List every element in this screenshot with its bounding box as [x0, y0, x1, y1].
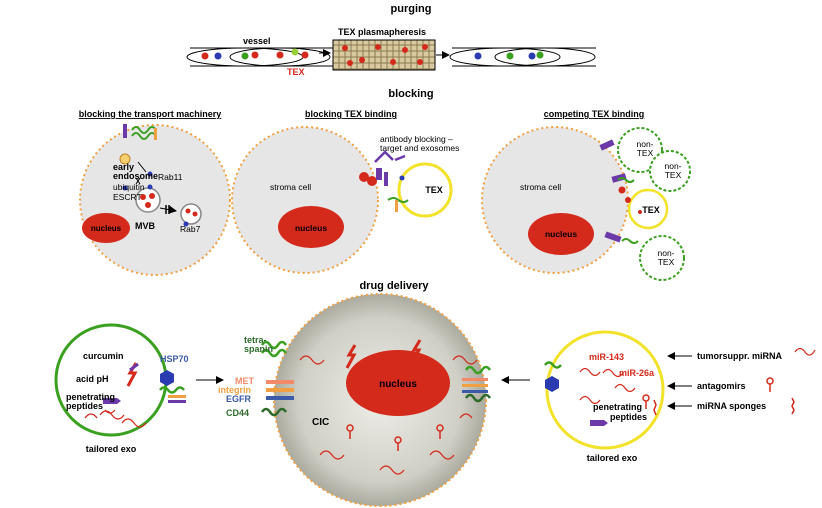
hsp70-label: HSP70 [160, 354, 189, 364]
mir143-label: miR-143 [589, 352, 624, 362]
non-tex-2-line-2: TEX [665, 170, 682, 180]
mirna-icon [121, 418, 147, 428]
acid-ph-label: acid pH [76, 374, 109, 384]
section-title-blocking: blocking [388, 88, 433, 100]
early-endosome-vesicle [119, 153, 131, 165]
tex-vesicle-label: TEX [425, 185, 443, 195]
nucleus [82, 213, 130, 243]
heading-competing: competing TEX binding [544, 109, 645, 119]
legend [667, 347, 816, 415]
mirna-icon [84, 413, 98, 419]
egfr-label: EGFR [226, 394, 252, 404]
left-tailored-exo [54, 323, 186, 437]
nucleus-label-transport: nucleus [91, 224, 122, 233]
non-tex-2-line-1: non- [664, 161, 681, 171]
nucleus [528, 213, 594, 255]
trapped-tex [342, 44, 428, 66]
binding-cell [231, 126, 453, 274]
cd44-label: CD44 [226, 408, 249, 418]
transport-cell [79, 124, 231, 276]
vessel-label: vessel [243, 36, 271, 46]
penetrating-label-2: peptides [66, 401, 103, 411]
rab11-label: Rab11 [158, 172, 183, 182]
legend-tumorsuppr: tumorsuppr. miRNA [697, 351, 783, 361]
non-tex-vesicle-2 [649, 150, 691, 192]
peptide-icon [103, 398, 121, 404]
vessel-right [449, 47, 596, 67]
mvb-label: MVB [135, 221, 156, 231]
competing-tex-label: TEX [642, 205, 660, 215]
non-tex-3-line-1: non- [657, 248, 674, 258]
antagomir-icon [766, 377, 774, 385]
stroma-label-binding: stroma cell [270, 182, 311, 192]
nucleus-label-binding: nucleus [295, 223, 327, 233]
met-label: MET [235, 376, 255, 386]
mirna-icon [99, 409, 125, 420]
curcumin-label: curcumin [83, 351, 124, 361]
cic-label: CIC [312, 417, 329, 428]
ubiquitin-label: ubiquitin [113, 182, 145, 192]
stroma-label-competing: stroma cell [520, 182, 561, 192]
tex-label: TEX [287, 67, 305, 77]
peptide-icon [590, 420, 608, 426]
tex-vesicle [397, 162, 453, 218]
mirna-icon [794, 347, 816, 356]
sponge-icon [791, 397, 795, 415]
right-tailored-exo [544, 330, 665, 450]
non-tex-1-line-1: non- [636, 139, 653, 149]
curcumin-icon [345, 344, 357, 369]
section-title-purging: purging [391, 3, 432, 15]
hsp70-icon [160, 370, 174, 386]
heading-binding: blocking TEX binding [305, 109, 397, 119]
competing-cell [481, 126, 691, 281]
cic-nucleus-label: nucleus [379, 379, 417, 390]
tetraspanin-label-2: spanin [244, 344, 273, 354]
lysosome [180, 203, 202, 225]
integrin-label: integrin [218, 385, 251, 395]
non-tex-1-line-2: TEX [637, 148, 654, 158]
early-label-2: endosome [113, 171, 158, 181]
penetrating-label-1: penetrating [66, 392, 115, 402]
antibody-label-1: antibody blocking – [380, 134, 453, 144]
non-tex-vesicle-1 [617, 127, 663, 173]
curcumin-icon [410, 339, 422, 364]
right-penetrating-label-2: peptides [610, 412, 647, 422]
tetraspanin-label-1: tetra- [244, 335, 267, 345]
vessel-left [186, 47, 335, 67]
section-title-drug-delivery: drug delivery [359, 280, 429, 292]
nucleus [278, 206, 344, 248]
escrt-label: ESCRT [113, 192, 142, 202]
nucleus-label-competing: nucleus [545, 229, 577, 239]
non-tex-vesicle-3 [639, 235, 685, 281]
plasmapheresis-label: TEX plasmapheresis [338, 27, 426, 37]
early-label-1: early [113, 162, 134, 172]
tex-vesicle [627, 188, 669, 230]
rab7-label: Rab7 [180, 224, 201, 234]
legend-antagomirs: antagomirs [697, 381, 746, 391]
hsp70-icon [545, 376, 559, 392]
plasmapheresis-filter [332, 39, 436, 71]
nucleus [346, 350, 450, 416]
mir26a-label: miR-26a [619, 368, 655, 378]
cic-cell [260, 293, 492, 507]
non-tex-3-line-2: TEX [658, 257, 675, 267]
right-exo-caption: tailored exo [587, 453, 638, 463]
right-penetrating-label-1: penetrating [593, 402, 642, 412]
heading-transport: blocking the transport machinery [79, 109, 222, 119]
legend-sponges: miRNA sponges [697, 401, 766, 411]
antibody-label-2: target and exosomes [380, 143, 459, 153]
left-exo-caption: tailored exo [86, 444, 137, 454]
